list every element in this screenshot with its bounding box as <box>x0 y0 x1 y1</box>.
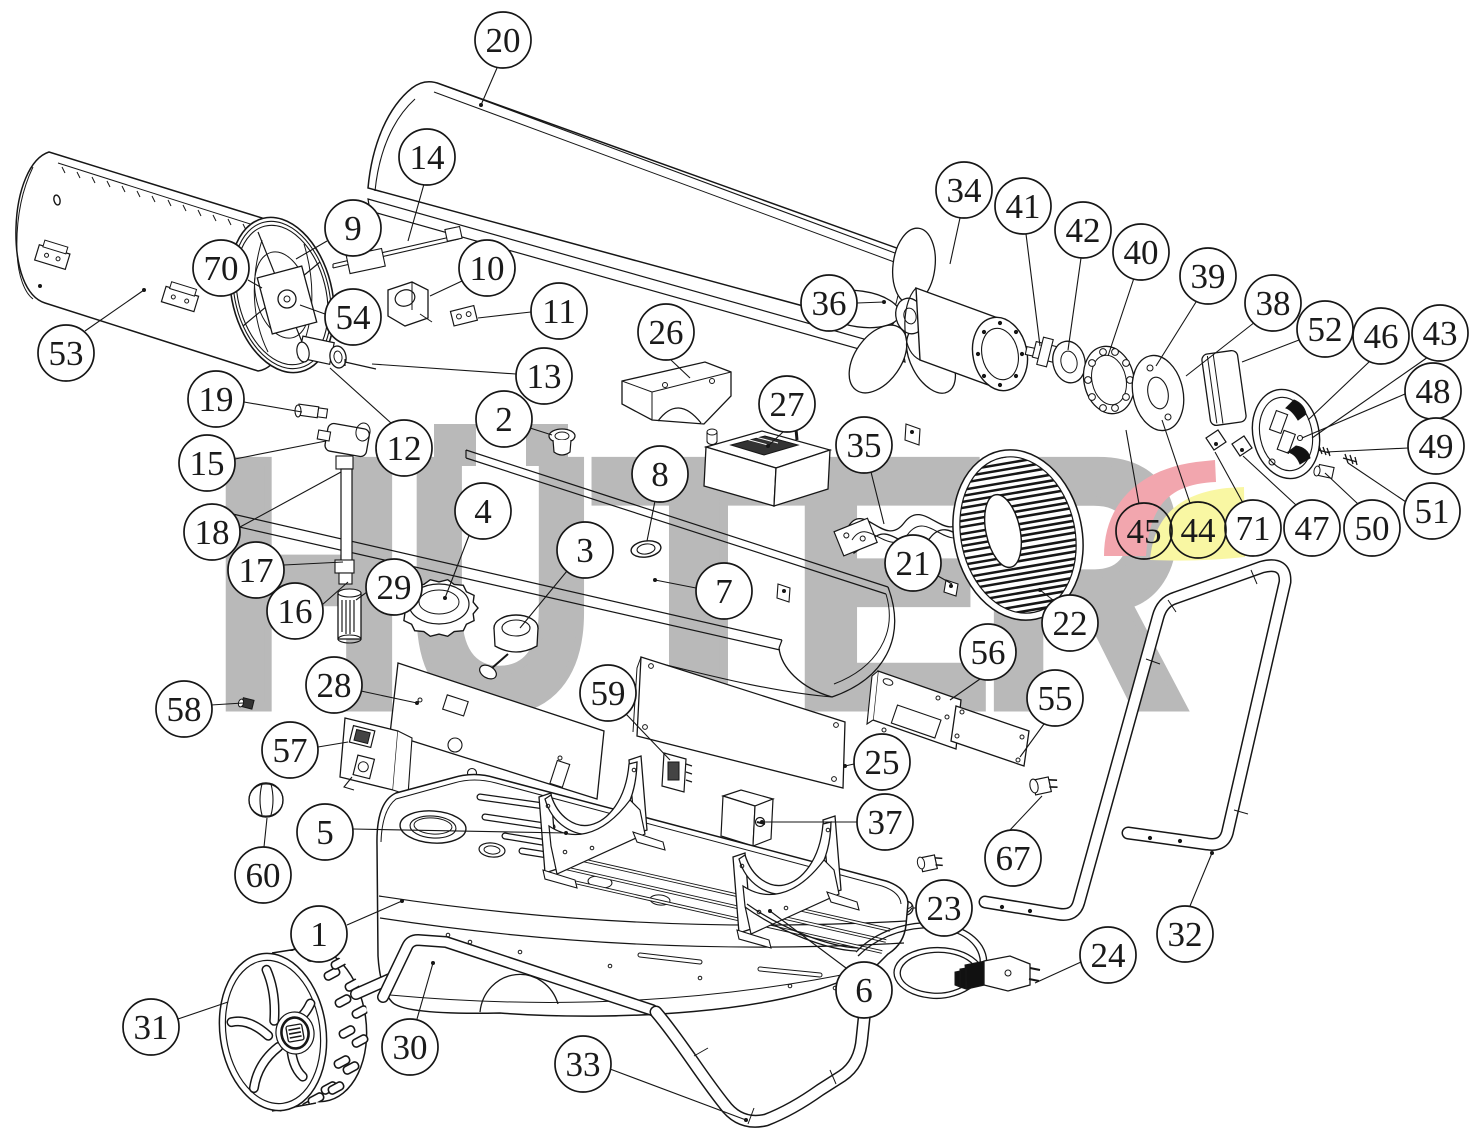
svg-text:22: 22 <box>1053 604 1088 643</box>
svg-text:29: 29 <box>377 568 412 607</box>
svg-text:7: 7 <box>715 572 733 611</box>
svg-text:70: 70 <box>204 249 239 288</box>
svg-text:40: 40 <box>1124 233 1159 272</box>
svg-text:35: 35 <box>847 426 882 465</box>
svg-text:20: 20 <box>486 21 521 60</box>
svg-text:42: 42 <box>1066 211 1101 250</box>
svg-text:43: 43 <box>1423 314 1458 353</box>
svg-text:50: 50 <box>1355 509 1390 548</box>
svg-text:2: 2 <box>495 400 513 439</box>
svg-text:41: 41 <box>1006 187 1041 226</box>
svg-text:6: 6 <box>855 971 873 1010</box>
svg-text:59: 59 <box>591 674 626 713</box>
svg-text:10: 10 <box>470 249 505 288</box>
svg-text:12: 12 <box>387 429 422 468</box>
svg-text:16: 16 <box>278 592 313 631</box>
svg-text:30: 30 <box>393 1028 428 1067</box>
svg-text:15: 15 <box>190 444 225 483</box>
svg-text:49: 49 <box>1419 427 1454 466</box>
svg-text:8: 8 <box>651 455 669 494</box>
svg-text:32: 32 <box>1168 915 1203 954</box>
svg-text:60: 60 <box>246 856 281 895</box>
svg-text:21: 21 <box>896 544 931 583</box>
svg-text:27: 27 <box>770 385 805 424</box>
svg-text:24: 24 <box>1091 936 1126 975</box>
svg-text:17: 17 <box>239 551 274 590</box>
svg-text:56: 56 <box>971 633 1006 672</box>
svg-text:19: 19 <box>199 380 234 419</box>
svg-text:57: 57 <box>273 731 308 770</box>
svg-text:3: 3 <box>576 531 594 570</box>
svg-text:14: 14 <box>410 138 445 177</box>
svg-text:31: 31 <box>134 1008 169 1047</box>
svg-text:52: 52 <box>1308 310 1343 349</box>
svg-text:13: 13 <box>527 357 562 396</box>
svg-text:53: 53 <box>49 334 84 373</box>
svg-text:23: 23 <box>927 889 962 928</box>
svg-text:55: 55 <box>1038 679 1073 718</box>
svg-text:4: 4 <box>474 492 492 531</box>
svg-text:54: 54 <box>336 298 371 337</box>
svg-text:39: 39 <box>1191 257 1226 296</box>
svg-text:71: 71 <box>1236 509 1271 548</box>
svg-text:28: 28 <box>317 666 352 705</box>
svg-text:45: 45 <box>1127 512 1162 551</box>
svg-text:5: 5 <box>316 813 334 852</box>
svg-text:36: 36 <box>812 284 847 323</box>
svg-text:33: 33 <box>566 1045 601 1084</box>
svg-text:11: 11 <box>542 292 576 331</box>
svg-text:48: 48 <box>1416 372 1451 411</box>
svg-text:9: 9 <box>344 209 362 248</box>
svg-text:67: 67 <box>996 839 1031 878</box>
svg-text:18: 18 <box>195 513 230 552</box>
svg-text:25: 25 <box>865 743 900 782</box>
svg-text:34: 34 <box>947 171 982 210</box>
svg-text:44: 44 <box>1181 511 1216 550</box>
svg-text:47: 47 <box>1295 509 1330 548</box>
svg-text:38: 38 <box>1256 284 1291 323</box>
svg-text:37: 37 <box>868 803 903 842</box>
svg-text:46: 46 <box>1364 317 1399 356</box>
svg-text:1: 1 <box>310 915 328 954</box>
svg-text:51: 51 <box>1415 492 1450 531</box>
svg-text:58: 58 <box>167 690 202 729</box>
svg-text:26: 26 <box>649 313 684 352</box>
